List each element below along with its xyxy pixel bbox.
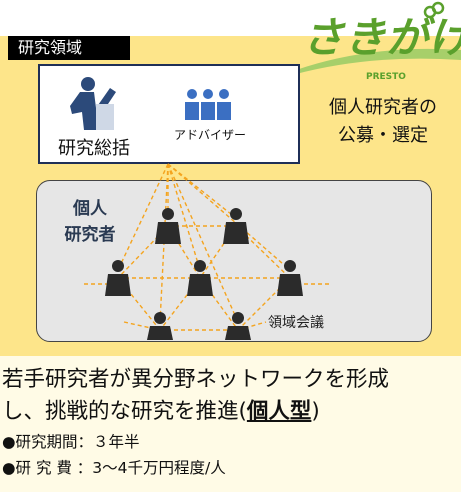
summary-line-2: し、挑戦的な研究を推進(個人型) (2, 394, 320, 425)
logo-text: さきがけ (302, 13, 461, 62)
summary-line-2-bold: 個人型 (246, 399, 312, 424)
summary-line-2-pre: し、挑戦的な研究を推進( (2, 399, 247, 424)
bullet-budget: ●研 究 費 ：3〜4千万円程度/人 (2, 459, 226, 477)
recruit-text: 個人研究者の 公募・選定 (308, 94, 458, 150)
individual-label-2: 研究者 (64, 225, 116, 245)
supervisor-label: 研究総括 (58, 138, 130, 159)
recruit-line-2: 公募・選定 (338, 125, 428, 146)
sakigake-logo: さきがけ PRESTO (296, 1, 461, 82)
advisor-label: アドバイザー (174, 128, 247, 142)
individual-label-1: 個人 (73, 199, 107, 219)
summary-line-1: 若手研究者が異分野ネットワークを形成 (2, 367, 390, 392)
individual-researcher-label: 個人 研究者 (58, 196, 122, 248)
recruit-line-1: 個人研究者の (329, 97, 437, 118)
summary-line-2-post: ) (311, 399, 320, 424)
region-label: 研究領域 (8, 36, 130, 60)
bullet-period: ●研究期間：３年半 (2, 433, 140, 451)
meeting-label: 領域会議 (268, 315, 324, 331)
summary-box: 若手研究者が異分野ネットワークを形成 し、挑戦的な研究を推進(個人型) ●研究期… (0, 356, 461, 492)
logo-subtext: PRESTO (366, 72, 406, 82)
